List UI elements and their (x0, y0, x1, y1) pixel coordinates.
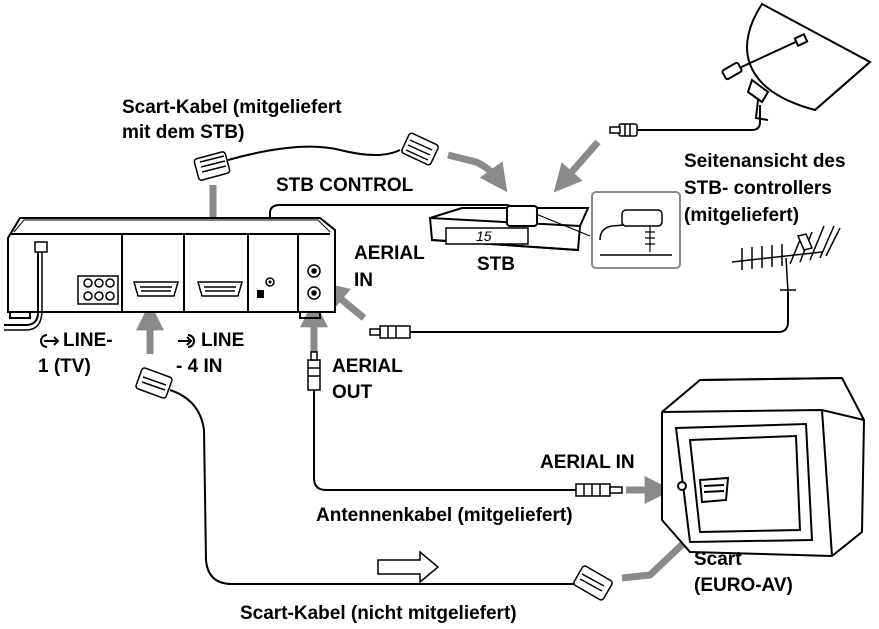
label-scart-line2: (EURO-AV) (694, 575, 793, 596)
label-aerial-out-line1: AERIAL (332, 356, 403, 377)
label-side-view-line1: Seitenansicht des (684, 151, 846, 172)
label-line1: LINE- (38, 329, 113, 353)
scart-plug-bottom-left-icon (135, 367, 173, 399)
satellite-dish-icon (721, 2, 872, 121)
aerial-cable-out (313, 390, 576, 491)
label-scart-line1: Scart (694, 549, 742, 570)
stb-display-readout: 15 (476, 228, 492, 244)
label-scart-cable-not-supplied: Scart-Kabel (nicht mitgeliefert) (240, 603, 517, 624)
aerial-plug-in-icon (369, 325, 411, 339)
label-aerial-in-line2: IN (354, 270, 373, 291)
stb-box (428, 205, 590, 252)
aerial-plug-out-icon (307, 351, 321, 391)
aerial-sockets-icon (307, 264, 321, 300)
switch-icon (257, 290, 264, 298)
label-line4-text: LINE (201, 330, 245, 351)
label-line1-text: LINE- (63, 330, 113, 351)
scart-plug-right-icon (401, 132, 439, 166)
dish-cable (636, 105, 761, 131)
scart-socket-line4-icon (197, 281, 243, 297)
label-aerial-out-line2: OUT (332, 382, 373, 403)
roof-aerial-icon (731, 225, 841, 293)
label-side-view-line2: STB- controllers (684, 178, 832, 199)
label-tv-aerial-in: AERIAL IN (540, 452, 635, 473)
vcr-rear-panel (7, 217, 336, 313)
scart-cable-stb (227, 145, 401, 161)
line-in-icon (178, 334, 195, 348)
scart-plug-left-icon (193, 151, 231, 181)
scart-plug-bottom-right-icon (573, 565, 613, 601)
stb-controller-side-view (535, 191, 681, 269)
label-scart-cable-stb-line2: mit dem STB) (122, 122, 245, 143)
scart-cable-tv (169, 389, 576, 585)
label-line1-line2: 1 (TV) (38, 356, 91, 377)
label-line4-line2: - 4 IN (176, 356, 223, 377)
tv-set-icon (661, 376, 866, 558)
signal-direction-arrow (377, 550, 440, 584)
audio-jacks-icon (77, 275, 119, 305)
label-line4: LINE (176, 329, 244, 353)
label-stb: STB (477, 254, 515, 275)
label-antenna-cable: Antennenkabel (mitgeliefert) (316, 505, 573, 526)
label-scart-cable-stb-line1: Scart-Kabel (mitgeliefert (122, 97, 342, 118)
label-stb-control: STB CONTROL (276, 175, 414, 196)
label-side-view-line3: (mitgeliefert) (684, 205, 800, 226)
scart-socket-line1-icon (133, 281, 179, 297)
label-aerial-in-line1: AERIAL (354, 243, 425, 264)
aerial-cable-in (410, 292, 789, 333)
vcr-power-cable (4, 248, 39, 326)
tv-aerial-plug-icon (575, 483, 623, 497)
f-plug-icon (609, 123, 638, 137)
line-out-icon (40, 334, 60, 348)
